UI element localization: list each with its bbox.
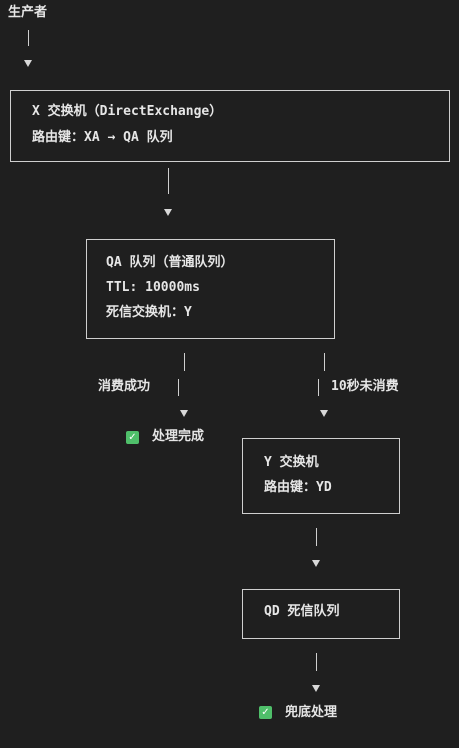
arrow-down-icon xyxy=(164,209,172,216)
box-frame xyxy=(10,90,450,162)
connector-line xyxy=(316,653,317,671)
arrow-down-icon xyxy=(180,410,188,417)
connector-line xyxy=(178,379,179,396)
qa-queue-ttl: TTL: 10000ms xyxy=(106,280,200,295)
connector-line xyxy=(28,30,29,46)
qa-queue-dlx: 死信交换机：Y xyxy=(106,305,192,320)
qa-queue-title: QA 队列（普通队列） xyxy=(106,255,234,270)
box-frame xyxy=(86,239,335,339)
y-exchange-title: Y 交换机 xyxy=(264,455,319,470)
arrow-down-icon xyxy=(320,410,328,417)
result-left-text: 处理完成 xyxy=(152,429,205,444)
arrow-down-icon xyxy=(24,60,32,67)
y-exchange-routing: 路由键：YD xyxy=(264,480,332,495)
branch-left-label: 消费成功 xyxy=(98,379,151,394)
check-icon: ✓ xyxy=(126,431,139,444)
connector-line xyxy=(324,353,325,371)
check-icon: ✓ xyxy=(259,706,272,719)
x-exchange-routing: 路由键：XA → QA 队列 xyxy=(32,130,173,145)
branch-right-label: 10秒未消费 xyxy=(331,379,399,394)
connector-line xyxy=(168,168,169,194)
producer-label: 生产者 xyxy=(8,5,48,20)
connector-line xyxy=(316,528,317,546)
connector-line xyxy=(318,379,319,396)
connector-line xyxy=(184,353,185,371)
x-exchange-title: X 交换机（DirectExchange） xyxy=(32,104,223,119)
arrow-down-icon xyxy=(312,685,320,692)
box-frame xyxy=(242,438,400,514)
box-frame xyxy=(242,589,400,639)
arrow-down-icon xyxy=(312,560,320,567)
qd-queue-title: QD 死信队列 xyxy=(264,604,340,619)
result-bottom-text: 兜底处理 xyxy=(285,705,338,720)
